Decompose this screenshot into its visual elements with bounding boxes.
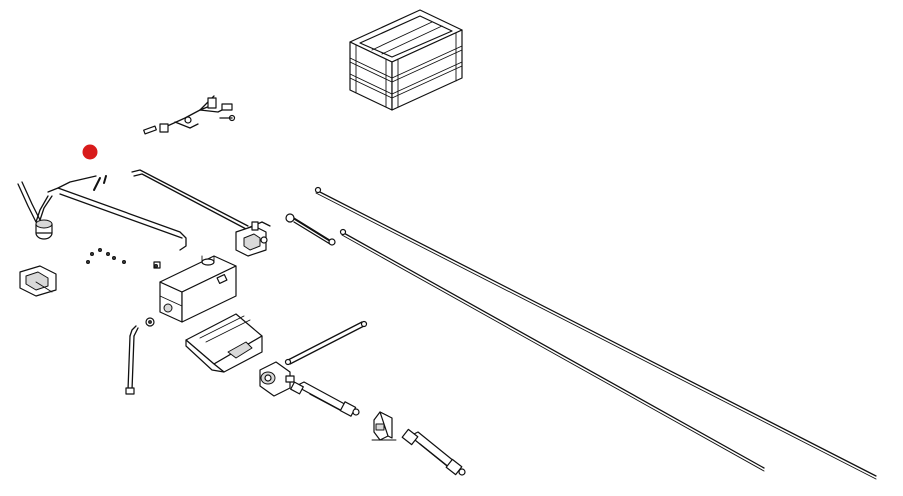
pto-shaft-lower (401, 428, 466, 476)
hydraulic-cylinder (285, 213, 336, 246)
short-link-rod (284, 320, 368, 366)
wire-harness (143, 95, 236, 135)
mounting-bracket (131, 169, 271, 257)
small-bracket-left (19, 265, 57, 297)
highlighted-pin (82, 144, 107, 191)
long-control-rod-lower (339, 228, 765, 472)
tank-support-frame (185, 313, 263, 373)
crate (349, 9, 463, 111)
long-control-rod-upper (314, 186, 877, 480)
pto-shaft-upper (290, 381, 360, 417)
hydraulic-pump (259, 361, 295, 397)
pivot-bracket (371, 411, 397, 441)
fuel-line-assembly (17, 175, 187, 251)
highlight-marker (82, 144, 98, 160)
vertical-hose (125, 325, 139, 395)
oil-tank (153, 255, 237, 323)
hardware-bolts (86, 247, 158, 327)
